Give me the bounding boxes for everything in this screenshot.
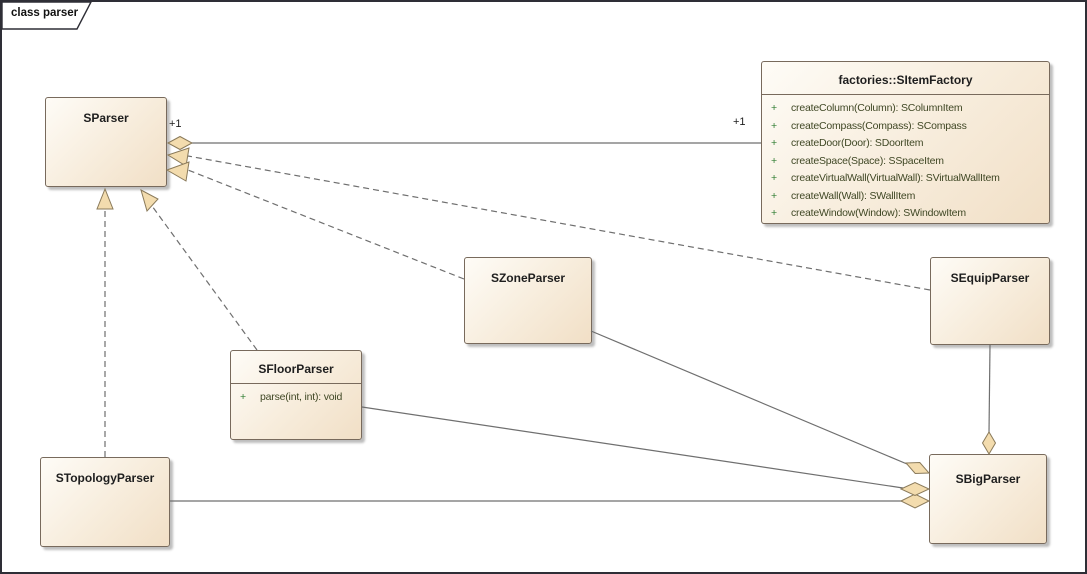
visibility-marker: + [771, 189, 777, 202]
visibility-marker: + [771, 207, 777, 219]
class-box-szoneparser[interactable]: SZoneParser [464, 257, 592, 344]
compartment-divider [762, 94, 1049, 95]
operation-signature: createColumn(Column): SColumnItem [791, 102, 963, 114]
class-title-sparser: SParser [83, 111, 129, 125]
frame-tab-label: class parser [11, 7, 79, 19]
aggregation-diamond [904, 461, 931, 475]
operation-row: + createWall(Wall): SWallItem [762, 188, 1049, 206]
visibility-marker: + [771, 172, 777, 184]
class-title-sitemfactory: factories::SItemFactory [838, 73, 973, 87]
operations-list: + parse(int, int): void [231, 384, 361, 407]
multiplicity-label-sparser-end: +1 [169, 118, 182, 130]
connector-aggregation-sparser-sitemfactory[interactable] [166, 135, 761, 151]
visibility-marker: + [771, 154, 777, 167]
compartment-divider [231, 383, 361, 384]
connector-aggregation-sfloorparser-sbigparser[interactable] [361, 406, 931, 497]
connector-aggregation-stopologyparser-sbigparser[interactable] [170, 493, 931, 509]
realization-arrowhead [140, 189, 159, 212]
class-title-szoneparser: SZoneParser [490, 271, 566, 285]
connector-aggregation-szoneparser-sbigparser[interactable] [590, 330, 931, 475]
operation-row: + createCompass(Compass): SCompass [762, 118, 1049, 136]
connector-realization-sfloorparser-sparser[interactable] [140, 189, 258, 351]
multiplicity-label-factory-end: +1 [733, 116, 746, 128]
connector-realization-stopologyparser-sparser[interactable] [96, 187, 114, 457]
operation-row: + parse(int, int): void [231, 389, 361, 407]
class-title-sfloorparser: SFloorParser [258, 362, 334, 376]
class-title-stopologyparser: STopologyParser [55, 471, 155, 485]
visibility-marker: + [240, 391, 246, 403]
operation-signature: createWall(Wall): SWallItem [791, 189, 916, 202]
class-box-stopologyparser[interactable]: STopologyParser [40, 457, 170, 547]
operation-signature: parse(int, int): void [260, 391, 343, 403]
visibility-marker: + [771, 119, 777, 132]
class-box-sparser[interactable]: SParser [45, 97, 167, 187]
class-box-sbigparser[interactable]: SBigParser [929, 454, 1047, 544]
operations-list: + createColumn(Column): SColumnItem + crea… [762, 95, 1049, 223]
aggregation-diamond [899, 493, 931, 509]
class-title-sequipparser: SEquipParser [950, 271, 1030, 285]
visibility-marker: + [771, 102, 777, 114]
operation-row: + createSpace(Space): SSpaceItem [762, 153, 1049, 171]
connector-aggregation-sequipparser-sbigparser[interactable] [981, 344, 997, 455]
operation-row: + createDoor(Door): SDoorItem [762, 135, 1049, 153]
operation-signature: createVirtualWall(VirtualWall): SVirtual… [791, 172, 1000, 184]
operation-signature: createDoor(Door): SDoorItem [791, 137, 924, 149]
operation-row: + createColumn(Column): SColumnItem [762, 100, 1049, 118]
visibility-marker: + [771, 137, 777, 149]
class-box-sfloorparser[interactable]: SFloorParser + parse(int, int): void [230, 350, 362, 440]
class-box-sequipparser[interactable]: SEquipParser [930, 257, 1050, 345]
operation-signature: createSpace(Space): SSpaceItem [791, 154, 944, 167]
operation-signature: createWindow(Window): SWindowItem [791, 207, 966, 219]
class-title-sbigparser: SBigParser [955, 472, 1021, 486]
aggregation-diamond [981, 431, 997, 455]
class-box-sitemfactory[interactable]: factories::SItemFactory + createColumn(Co… [761, 61, 1050, 224]
aggregation-diamond [166, 135, 194, 151]
operation-signature: createCompass(Compass): SCompass [791, 119, 967, 132]
operation-row: + createWindow(Window): SWindowItem [762, 205, 1049, 223]
realization-arrowhead [96, 187, 114, 210]
operation-row: + createVirtualWall(VirtualWall): SVirtua… [762, 170, 1049, 188]
